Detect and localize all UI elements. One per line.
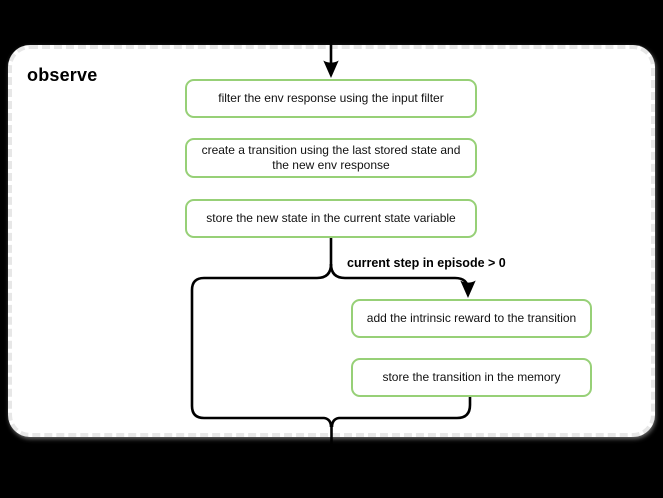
node-store-transition-memory: store the transition in the memory	[351, 358, 592, 397]
node-add-intrinsic-reward: add the intrinsic reward to the transiti…	[351, 299, 592, 338]
node-filter-env-response: filter the env response using the input …	[185, 79, 477, 118]
group-title: observe	[27, 65, 98, 85]
branch-condition-label: current step in episode > 0	[347, 256, 506, 270]
node-store-new-state: store the new state in the current state…	[185, 199, 477, 238]
node-create-transition: create a transition using the last store…	[185, 138, 477, 178]
